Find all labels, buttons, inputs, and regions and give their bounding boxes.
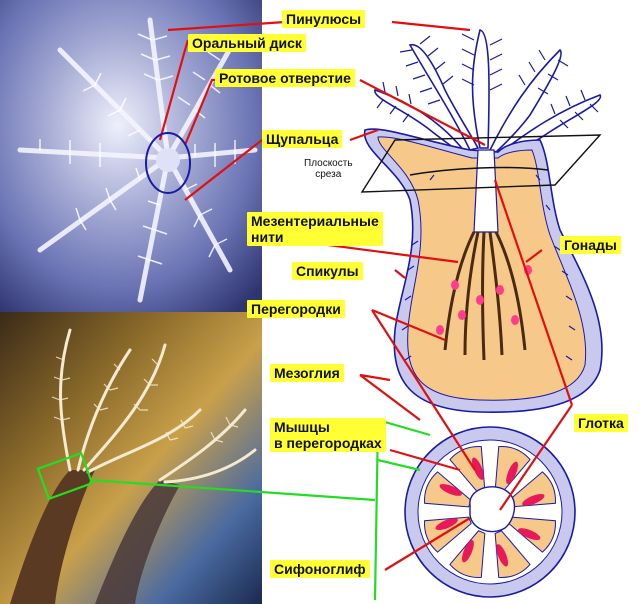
photo-polyp-top-view xyxy=(0,0,262,312)
cut-plane-quad xyxy=(360,134,602,193)
label-mouth: Ротовое отверстие xyxy=(215,69,355,87)
polyp-schematic xyxy=(360,29,603,413)
cross-section-chamber xyxy=(424,516,472,553)
cross-section-chambers xyxy=(424,446,556,578)
label-pharynx: Глотка xyxy=(574,414,628,432)
cross-section-chamber xyxy=(494,530,531,578)
cross-section-chamber xyxy=(508,471,556,508)
section-connector xyxy=(36,418,431,601)
septal-muscle-band xyxy=(522,493,545,506)
septal-muscle-band xyxy=(518,528,541,540)
pharynx-cross-section xyxy=(469,486,516,533)
label-pinnules: Пинулюсы xyxy=(282,10,366,28)
label-oral-disc: Оральный диск xyxy=(188,34,306,52)
septal-muscle-band xyxy=(471,457,484,480)
label-cut-plane: Плоскость среза xyxy=(304,158,353,180)
label-siphonoglyph: Сифоноглиф xyxy=(270,560,370,578)
gonads-schematic xyxy=(436,265,532,335)
septal-muscle-band xyxy=(496,544,509,567)
label-septal-muscles: Мышцы в перегородках xyxy=(270,418,386,452)
septal-muscle-band xyxy=(462,540,474,563)
label-spicules: Спикулы xyxy=(292,262,363,280)
label-septa: Перегородки xyxy=(247,300,345,318)
pharynx-schematic xyxy=(473,149,499,233)
septal-muscle-band xyxy=(435,518,458,531)
photo-polyp-side-view xyxy=(0,312,262,604)
septal-muscle-band xyxy=(506,461,518,484)
cross-section xyxy=(404,426,576,598)
tentacles-schematic xyxy=(374,29,602,159)
septa-schematic xyxy=(443,231,527,361)
septal-muscle-band xyxy=(439,484,462,496)
cross-section-chamber xyxy=(449,446,486,494)
spicules-schematic xyxy=(401,174,576,361)
label-tentacles: Щупальца xyxy=(262,130,343,148)
label-gonads: Гонады xyxy=(560,236,621,254)
label-mesenterial-filaments: Мезентериальные нити xyxy=(247,212,383,246)
oral-disc-highlight xyxy=(145,132,191,194)
label-mesoglea: Мезоглия xyxy=(270,364,344,382)
